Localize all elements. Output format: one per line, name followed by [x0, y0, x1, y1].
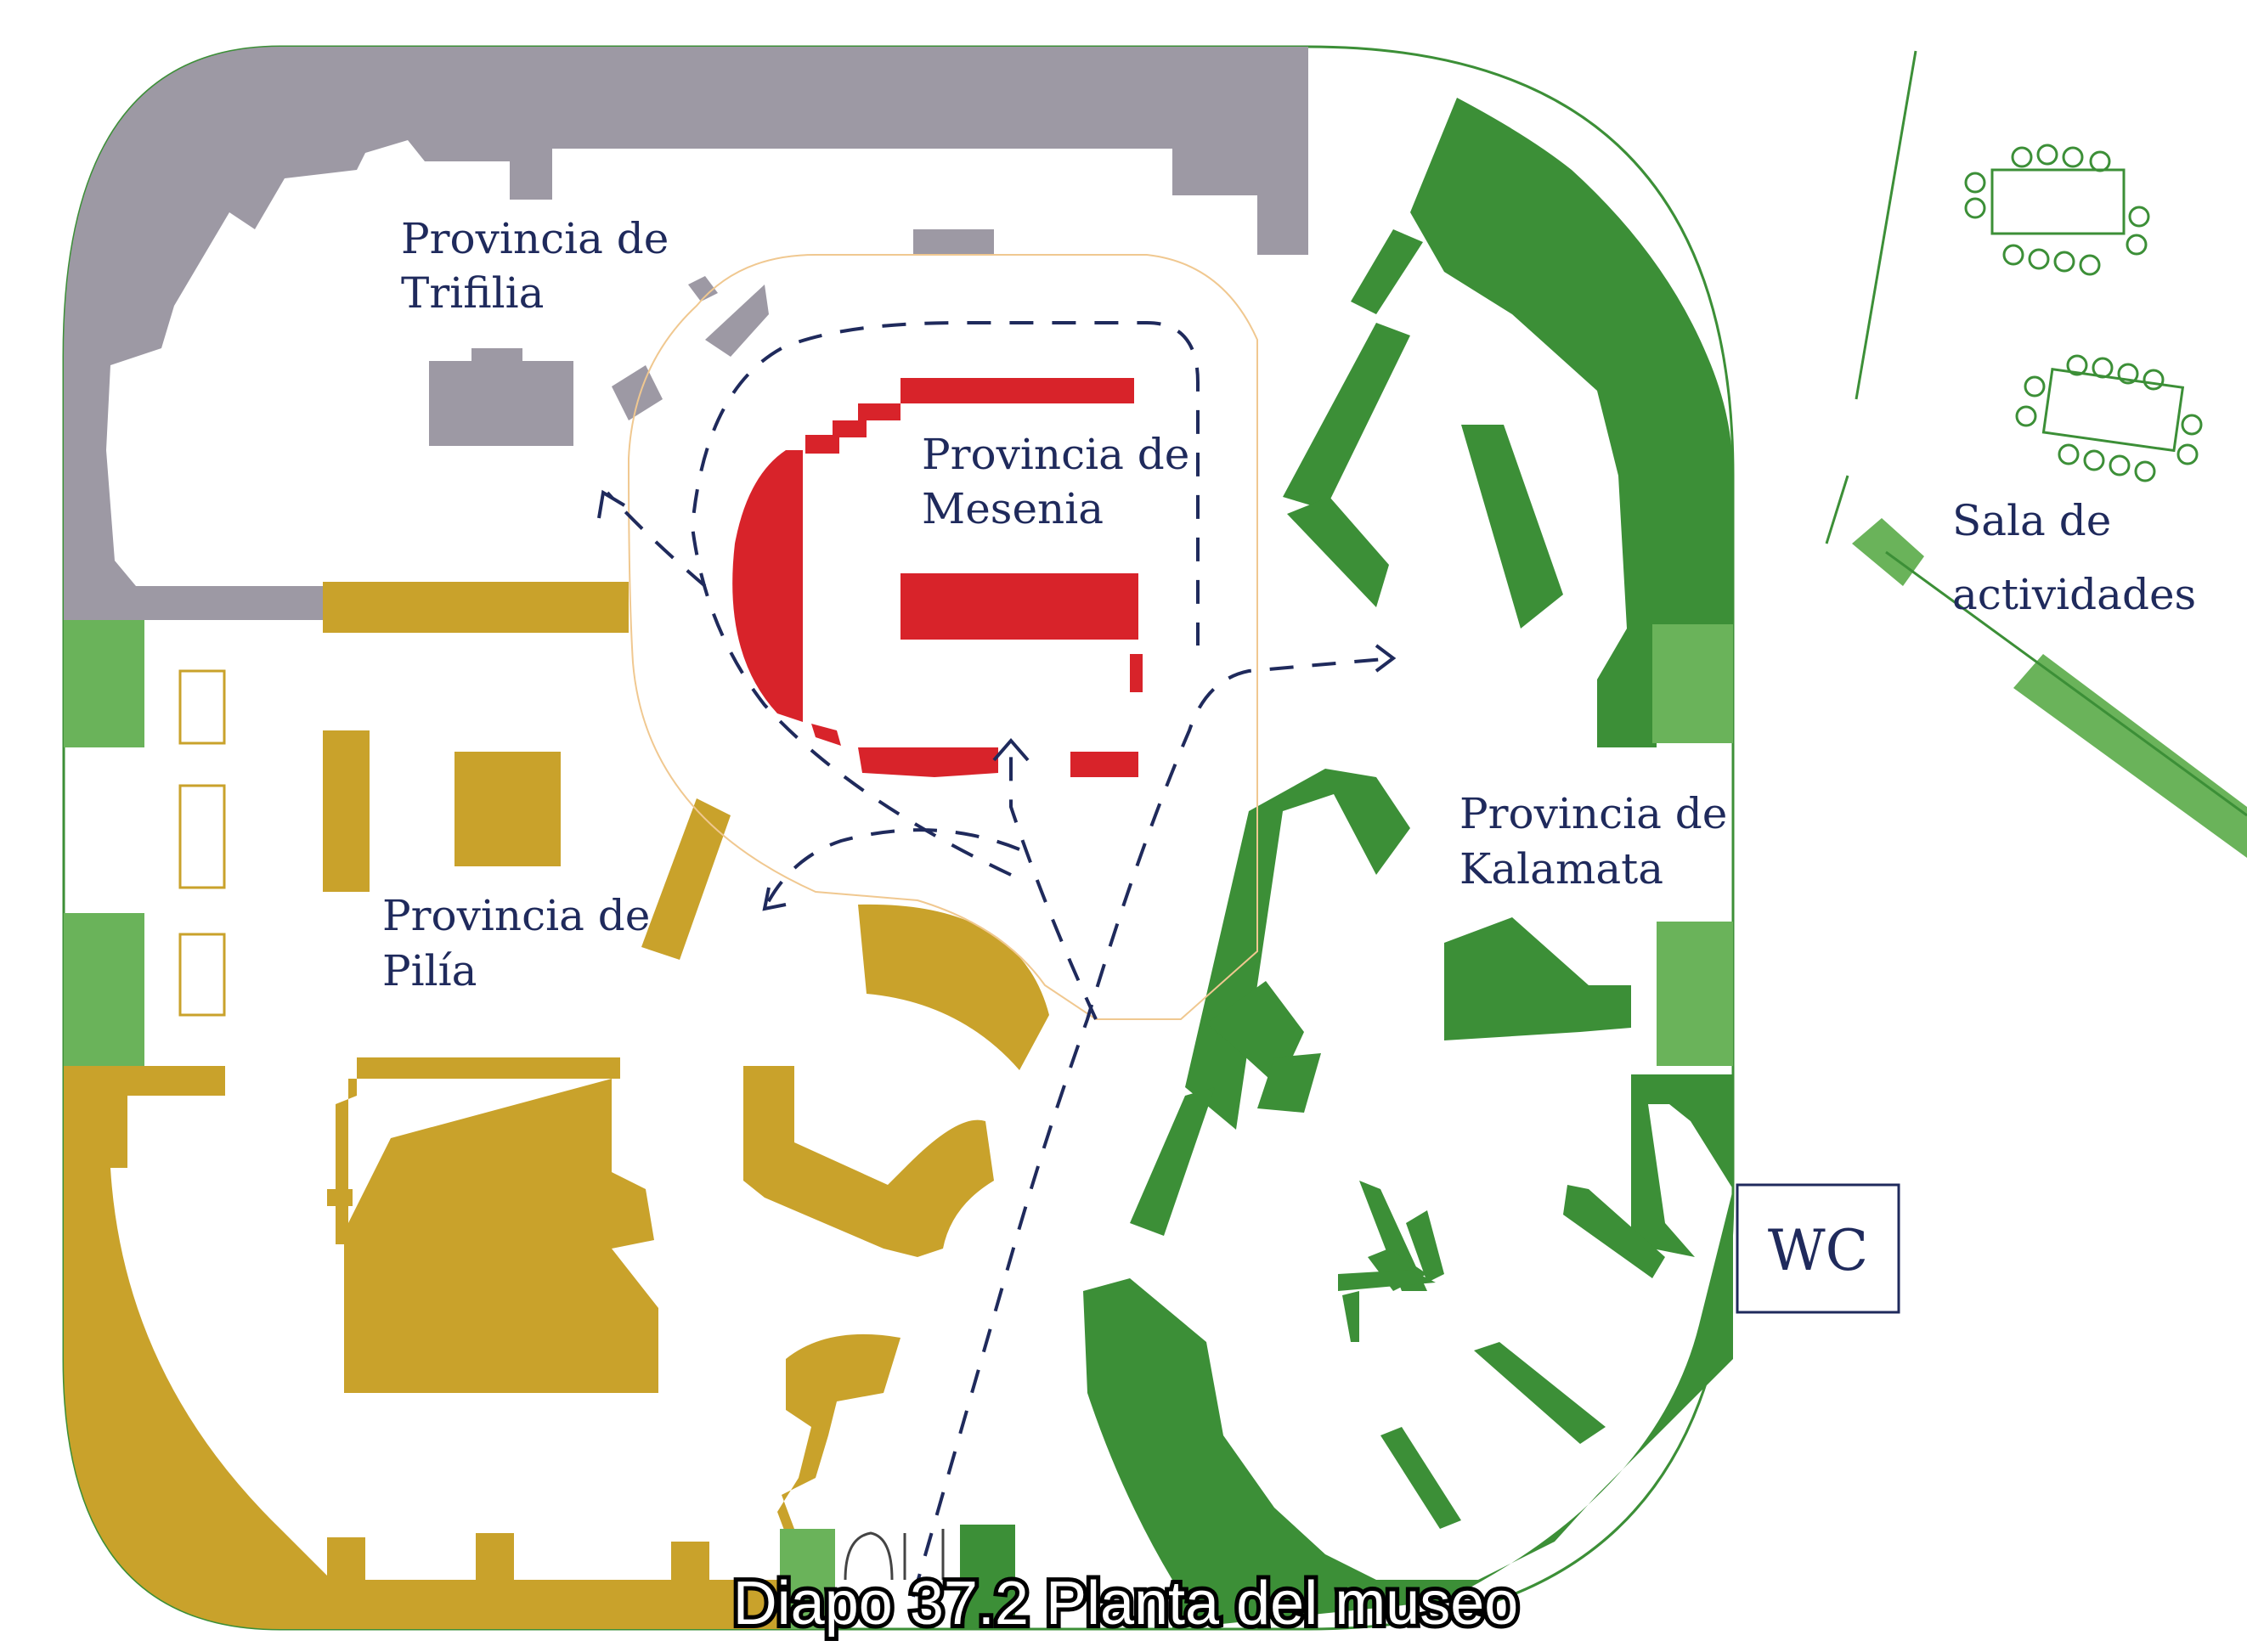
- mesenia-label-line1: Provincia de: [922, 430, 1189, 479]
- pilia-zone: [64, 582, 1049, 1629]
- activity-room-outline: [1825, 50, 2247, 817]
- trifilia-zone: [64, 47, 1308, 620]
- kalamata-label-line1: Provincia de: [1459, 789, 1727, 838]
- activity-room-label-line1: Sala de: [1952, 496, 2111, 545]
- meeting-table-2: [2015, 354, 2203, 482]
- kalamata-zone: [960, 98, 1733, 1629]
- pilia-label-line1: Provincia de: [382, 891, 650, 940]
- mesenia-label-line2: Mesenia: [922, 484, 1104, 533]
- meeting-table-1: [1964, 144, 2150, 276]
- activity-room-label-line2: actividades: [1952, 570, 2196, 619]
- pilia-label-line2: Pilía: [382, 946, 477, 995]
- route-arrowheads: [597, 489, 1397, 911]
- wc-box: [1736, 1183, 1900, 1314]
- wc-label: WC: [1768, 1218, 1868, 1283]
- central-corridor: [627, 254, 1258, 1020]
- kalamata-label-line2: Kalamata: [1459, 844, 1663, 894]
- light-green-panels: [64, 518, 2247, 1629]
- entrance-doors: [844, 1529, 945, 1581]
- trifilia-label-line2: Trifilia: [401, 268, 544, 318]
- display-cases: [178, 669, 226, 1017]
- trifilia-label-line1: Provincia de: [401, 214, 669, 263]
- slide-caption: Diapo 37.2 Planta del museo: [733, 1570, 1519, 1638]
- mesenia-zone: [732, 378, 1143, 777]
- visitor-route: [606, 321, 1394, 1598]
